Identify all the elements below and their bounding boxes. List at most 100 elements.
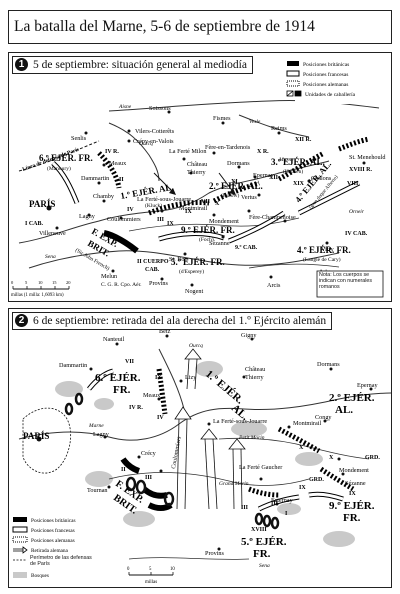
scale1-tick-20: 20 xyxy=(66,280,71,285)
unit-1st-al-commander: (Kluck) xyxy=(145,202,162,209)
unit2-9th: 9.º EJÉR. xyxy=(329,500,375,512)
unit2-2nd-al: AL. xyxy=(335,404,353,416)
river2-seine xyxy=(128,557,250,560)
place-stbon: St. Bon xyxy=(169,256,188,263)
unit-3rd-al-commander: (Hausen) xyxy=(283,168,303,175)
german-position-1st xyxy=(148,200,210,216)
legend-cavalry: Unidades de caballería xyxy=(305,92,356,98)
panel2-scale: 0 5 10 millas xyxy=(127,567,175,585)
unit2-corps-iii-c: III xyxy=(241,505,249,511)
unit2-grd-1: GRD. xyxy=(365,455,380,461)
legend2-retreat: Retirada alemana xyxy=(31,548,69,554)
unit2-corps-ix-c: IX xyxy=(349,491,356,497)
scale2-tick-10: 10 xyxy=(170,567,175,572)
german-retreat-heads xyxy=(174,348,246,450)
place2-grandmorin: Grand Morin xyxy=(219,481,249,487)
unit-9th-cav: 9.º CAB. xyxy=(235,245,258,251)
place-arcis: Arcis xyxy=(267,282,281,289)
place-fismes: Fismes xyxy=(213,115,231,122)
paris-defense-line xyxy=(18,140,100,172)
unit-corps-ii: II xyxy=(119,177,124,183)
place-chateau: Château xyxy=(187,161,207,168)
unit-corps-x: X xyxy=(215,201,220,207)
unit-4th-fr: 4.º EJÉR. FR. xyxy=(297,245,351,255)
scale1-label: millas (1 milla: 1,6093 km) xyxy=(11,293,64,298)
place2-crecy: Crécy xyxy=(141,450,157,457)
place-laferte: La Ferté-sous-Jouarre xyxy=(137,196,191,203)
panel2-heading: 2 6 de septiembre: retirada del ala derec… xyxy=(12,312,333,330)
unit2-corps-ivr: IV R. xyxy=(129,405,143,411)
place2-lizy: Lizy xyxy=(185,374,197,381)
panel2-legend: Posiciones británicas Posiciones frances… xyxy=(11,513,95,585)
place2-petitmorin: Petit Morin xyxy=(238,435,265,441)
legend2-perimeter-wrap: Perímetro de las defensas de París xyxy=(30,555,92,567)
french-positions-2 xyxy=(87,368,344,512)
unit2-corps-vii: VII xyxy=(125,359,135,365)
river2-grand-morin xyxy=(108,472,310,486)
french-position-9th-inner xyxy=(228,211,285,243)
unit-corps-iii: III xyxy=(157,217,165,223)
unit2-corps-ix-b: IX xyxy=(299,485,306,491)
unit-corps-xi: XI xyxy=(231,179,238,185)
unit2-corps-xviii: XVIII xyxy=(251,527,267,533)
legend2-swatch-german xyxy=(12,536,28,543)
panel1-scale: 0 5 10 15 20 millas (1 milla: 1,6093 km) xyxy=(11,280,71,298)
place-thierry: Thierry xyxy=(187,169,206,176)
panel1-note-text: Nota: Los cuerpos se indican con numeral… xyxy=(319,272,372,291)
paris-perimeter xyxy=(22,407,71,474)
panel2-number-badge: 2 xyxy=(15,314,28,327)
unit-6th-fr-commander: (Manoury) xyxy=(47,165,71,172)
map-title: La batalla del Marne, 5-6 de septiembre … xyxy=(8,10,392,44)
unit-i-cav: I CAB. xyxy=(25,221,44,227)
unit2-5th-fr: FR. xyxy=(253,548,271,560)
place-chamby: Chamby xyxy=(93,193,115,200)
place2-meaux: Meaux xyxy=(143,392,161,399)
place2-laferte: La Ferté-sous-Jouarre xyxy=(213,418,267,425)
place2-dormans: Dormans xyxy=(317,361,340,368)
unit-corps-ix: IX xyxy=(167,221,174,227)
river-aube xyxy=(248,263,340,269)
scale1-tick-5: 5 xyxy=(25,280,28,285)
place2-ourcq: Ourcq xyxy=(189,343,203,349)
unit-5th-fr: 5.º EJÉR. FR. xyxy=(171,257,225,267)
place2-marne: Marne xyxy=(88,423,104,429)
place-soissons: Soissons xyxy=(149,105,171,112)
place2-mondement: Mondement xyxy=(339,467,369,474)
scale1-tick-0: 0 xyxy=(11,280,14,285)
panel1-legend: Posiciones británicas Posiciones frances… xyxy=(286,58,391,104)
legend2-french: Posiciones francesas xyxy=(31,527,75,534)
legend2-swatch-retreat xyxy=(13,548,23,552)
german-position-2nd xyxy=(212,180,260,204)
place-melun: Melun xyxy=(101,273,117,280)
legend-french: Posiciones francesas xyxy=(303,71,348,78)
place2-thierry: Thierry xyxy=(245,374,264,381)
place2-coulommiers: Coulommiers xyxy=(171,435,183,469)
place-vitry: Vitry xyxy=(321,246,335,253)
unit-2nd-al-commander: (Bülow) xyxy=(221,192,240,199)
german-arrow-1-head xyxy=(169,188,176,195)
unit-ii-corps: II CUERPO xyxy=(137,259,169,265)
legend2-swatch-french xyxy=(12,526,28,533)
place2-tournan: Tournan xyxy=(87,487,108,494)
legend-swatch-british xyxy=(287,61,299,66)
german-position-4th xyxy=(338,136,370,152)
panel1-note-box xyxy=(316,270,384,298)
unit-2nd-al: 2.º EJÉR. AL. xyxy=(209,181,263,191)
german-position-3rd xyxy=(277,150,326,182)
river-label-seine: Sena xyxy=(45,254,56,260)
unit-6th-fr: 6.º EJÉR. FR. xyxy=(39,153,93,163)
river-label-vesle: Vesle xyxy=(249,119,261,125)
unit-corps-vii: VII xyxy=(201,199,211,205)
place-vertus: Vertus xyxy=(241,194,257,201)
place-lagny: Lagny xyxy=(79,213,96,220)
place-senlis: Senlis xyxy=(71,135,87,142)
place2-lafertegaucher: La Ferté Gaucher xyxy=(239,464,282,471)
river-grand-morin xyxy=(128,217,300,232)
place-fere: Fère-en-Tardenois xyxy=(205,144,251,151)
french-position-6th-inner xyxy=(51,161,79,204)
panel2-heading-text: 6 de septiembre: retirada del ala derech… xyxy=(33,315,327,327)
river-seine xyxy=(28,250,340,269)
unit2-corps-ix: IX xyxy=(155,375,162,381)
legend2-british: Posiciones británicas xyxy=(31,518,76,524)
british-position-line xyxy=(103,230,139,254)
